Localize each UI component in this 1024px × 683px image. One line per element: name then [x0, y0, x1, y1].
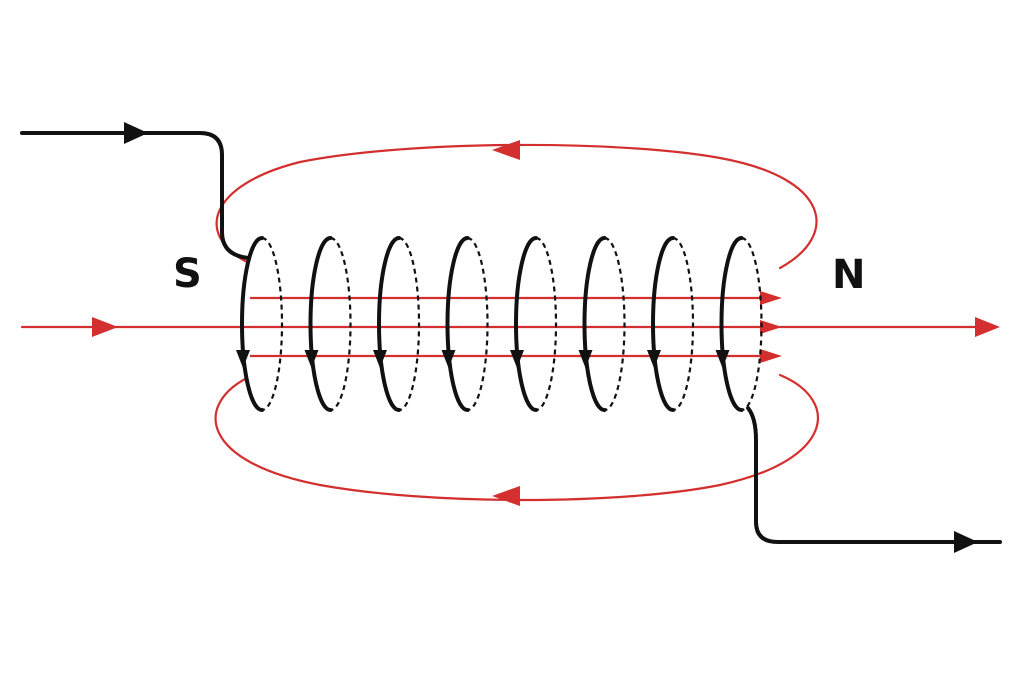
internal-field-arrow: [760, 349, 782, 363]
coil-turn-front: [308, 236, 333, 412]
coil-turn-back: [261, 236, 284, 412]
coil-turn: [510, 236, 558, 412]
coil-turn-back: [604, 236, 626, 412]
external-field-lines: [214, 140, 819, 506]
top-field-loop: [215, 143, 818, 270]
coil-turn-back: [741, 236, 763, 412]
current-arrow: [304, 350, 319, 368]
coil-turn-back: [467, 236, 489, 412]
coil-turn: [304, 236, 352, 412]
output-wire: [746, 406, 1002, 544]
bottom-loop-arrow: [492, 486, 520, 506]
current-arrow: [373, 350, 387, 368]
coil-turn-front: [514, 236, 538, 412]
coil-turn-front: [240, 236, 264, 412]
bottom-field-loop: [214, 373, 819, 502]
north-pole-label: N: [832, 252, 865, 298]
axis-right-arrow: [975, 317, 1000, 337]
coil-turn: [441, 236, 489, 412]
current-arrow: [647, 350, 661, 368]
internal-field-lines: [250, 291, 782, 363]
coil-turn-back: [535, 236, 558, 412]
coil: [236, 236, 763, 412]
coil-turn-back: [672, 236, 695, 412]
south-pole-label: S: [173, 251, 202, 297]
top-loop-arrow: [492, 140, 520, 160]
coil-turn-back: [398, 236, 421, 412]
coil-turn: [236, 236, 284, 412]
coil-turn-front: [651, 236, 675, 412]
output-wire-arrow: [954, 531, 978, 553]
coil-turn: [647, 236, 695, 412]
coil-turn-front: [582, 236, 607, 412]
axial-field-line: [20, 317, 1000, 337]
coil-turn-front: [377, 236, 401, 412]
current-arrow: [441, 350, 456, 368]
lead-wires: [20, 122, 1002, 553]
coil-turn-front: [719, 236, 744, 412]
input-wire: [20, 131, 250, 260]
coil-turn-front: [445, 236, 470, 412]
coil-turn: [578, 236, 626, 412]
axis-left-arrow: [92, 317, 118, 337]
current-arrow: [236, 350, 250, 368]
internal-field-arrow: [760, 320, 782, 334]
current-arrow: [715, 350, 730, 368]
current-arrow: [510, 350, 524, 368]
input-wire-arrow: [124, 122, 148, 144]
coil-turn: [715, 236, 763, 412]
current-arrow: [578, 350, 593, 368]
internal-field-arrow: [760, 291, 782, 305]
coil-turn-back: [330, 236, 352, 412]
coil-turn: [373, 236, 421, 412]
